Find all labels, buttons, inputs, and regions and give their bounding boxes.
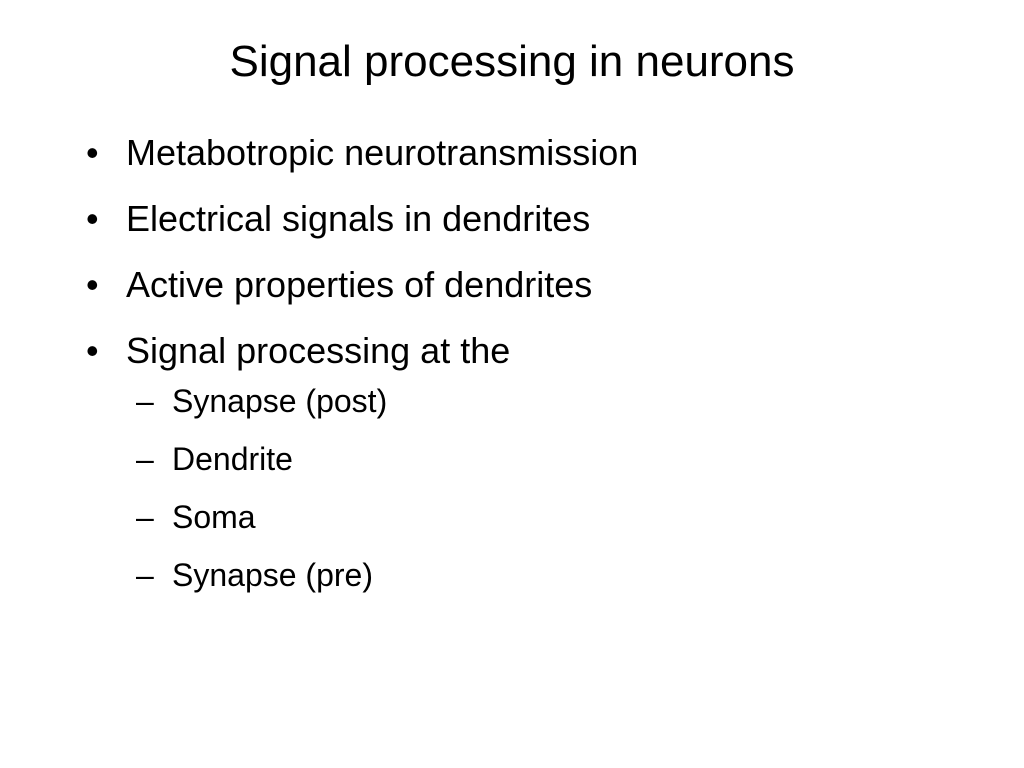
- sub-bullet-synapse-pre: – Synapse (pre): [136, 556, 986, 594]
- bullet-text: Electrical signals in dendrites: [126, 198, 591, 239]
- sub-bullet-dendrite: – Dendrite: [136, 440, 986, 478]
- bullet-item-electrical-signals: • Electrical signals in dendrites: [86, 198, 986, 240]
- bullet-item-signal-processing: • Signal processing at the – Synapse (po…: [86, 330, 986, 594]
- bullet-marker: •: [86, 264, 99, 305]
- bullet-text: Signal processing at the: [126, 330, 511, 371]
- bullet-text: Metabotropic neurotransmission: [126, 132, 639, 173]
- sub-bullet-text: Soma: [172, 499, 256, 535]
- bullet-item-active-properties: • Active properties of dendrites: [86, 264, 986, 306]
- bullet-list: • Metabotropic neurotransmission • Elect…: [86, 132, 986, 618]
- bullet-text: Active properties of dendrites: [126, 264, 593, 305]
- sub-bullet-text: Dendrite: [172, 441, 293, 477]
- slide-title: Signal processing in neurons: [229, 37, 795, 86]
- bullet-item-metabotropic: • Metabotropic neurotransmission: [86, 132, 986, 174]
- sub-bullet-text: Synapse (post): [172, 383, 388, 419]
- bullet-marker: •: [86, 330, 99, 371]
- sub-bullet-synapse-post: – Synapse (post): [136, 382, 986, 420]
- bullet-marker: •: [86, 198, 99, 239]
- dash-marker: –: [136, 499, 154, 535]
- sub-bullet-soma: – Soma: [136, 498, 986, 536]
- dash-marker: –: [136, 441, 154, 477]
- dash-marker: –: [136, 383, 154, 419]
- bullet-marker: •: [86, 132, 99, 173]
- dash-marker: –: [136, 557, 154, 593]
- sub-bullet-list: – Synapse (post) – Dendrite – Soma – Syn…: [136, 382, 986, 594]
- sub-bullet-text: Synapse (pre): [172, 557, 373, 593]
